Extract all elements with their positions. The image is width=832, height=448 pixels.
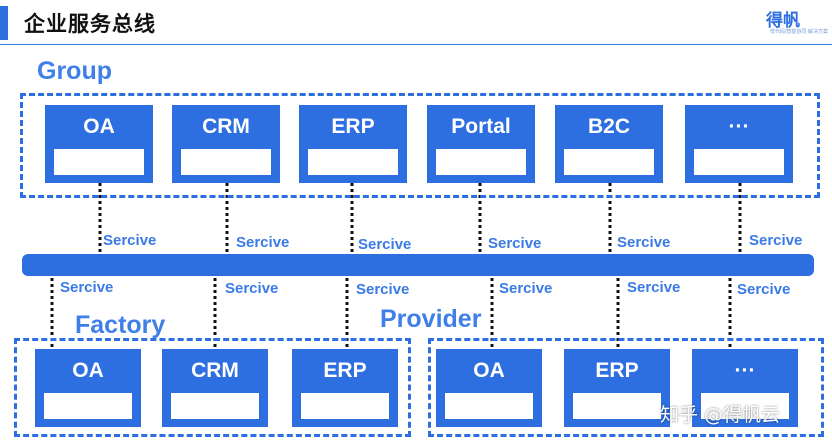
provider-system-oa: OA bbox=[436, 349, 542, 427]
group-system-b2c: B2C bbox=[555, 105, 663, 183]
service-label: Sercive bbox=[498, 280, 554, 297]
factory-label: Factory bbox=[75, 311, 166, 339]
provider-system-erp: ERP bbox=[564, 349, 670, 427]
group-system-oa: OA bbox=[45, 105, 153, 183]
system-name: CRM bbox=[191, 359, 239, 382]
system-slot bbox=[701, 393, 789, 419]
group-system-erp: ERP bbox=[299, 105, 407, 183]
system-slot bbox=[308, 149, 398, 175]
logo-name: 得帆 bbox=[766, 11, 800, 31]
group-system-crm: CRM bbox=[172, 105, 280, 183]
service-label: Sercive bbox=[235, 234, 291, 251]
factory-system-erp: ERP bbox=[292, 349, 398, 427]
system-name: ··· bbox=[728, 115, 750, 138]
system-name: ERP bbox=[331, 115, 375, 138]
system-slot bbox=[54, 149, 144, 175]
group-container bbox=[20, 93, 820, 198]
system-name: CRM bbox=[202, 115, 250, 138]
system-slot bbox=[573, 393, 661, 419]
service-label: Sercive bbox=[59, 279, 115, 296]
system-slot bbox=[44, 393, 132, 419]
factory-system-oa: OA bbox=[35, 349, 141, 427]
system-name: Portal bbox=[451, 115, 511, 138]
system-slot bbox=[171, 393, 259, 419]
provider-system-more: ··· bbox=[692, 349, 798, 427]
system-name: ERP bbox=[323, 359, 367, 382]
group-system-more: ··· bbox=[685, 105, 793, 183]
system-slot bbox=[445, 393, 533, 419]
group-label: Group bbox=[37, 57, 112, 85]
service-label: Sercive bbox=[102, 232, 158, 249]
brand-logo: 得帆 低代码/智能协同·解决方案 bbox=[766, 6, 828, 40]
system-name: OA bbox=[72, 359, 104, 382]
service-label: Sercive bbox=[616, 234, 672, 251]
factory-system-crm: CRM bbox=[162, 349, 268, 427]
service-label: Sercive bbox=[224, 280, 280, 297]
service-label: Sercive bbox=[736, 281, 792, 298]
system-name: ERP bbox=[595, 359, 639, 382]
system-slot bbox=[301, 393, 389, 419]
group-system-portal: Portal bbox=[427, 105, 535, 183]
service-bus bbox=[22, 254, 814, 276]
system-name: OA bbox=[473, 359, 505, 382]
service-label: Sercive bbox=[487, 235, 543, 252]
service-label: Sercive bbox=[355, 281, 411, 298]
system-slot bbox=[436, 149, 526, 175]
watermark: 知乎 @得帆云 bbox=[660, 404, 781, 426]
service-label: Sercive bbox=[748, 232, 804, 249]
header-accent-bar bbox=[0, 6, 8, 40]
system-name: OA bbox=[83, 115, 115, 138]
system-name: ··· bbox=[734, 359, 756, 382]
service-label: Sercive bbox=[357, 236, 413, 253]
service-label: Sercive bbox=[626, 279, 682, 296]
header-divider bbox=[0, 44, 832, 45]
page-title: 企业服务总线 bbox=[24, 12, 156, 36]
system-slot bbox=[694, 149, 784, 175]
system-slot bbox=[181, 149, 271, 175]
factory-container bbox=[14, 338, 411, 437]
system-name: B2C bbox=[587, 115, 630, 138]
provider-label: Provider bbox=[380, 305, 482, 333]
logo-tagline: 低代码/智能协同·解决方案 bbox=[770, 29, 829, 35]
provider-container bbox=[428, 338, 824, 437]
system-slot bbox=[564, 149, 654, 175]
